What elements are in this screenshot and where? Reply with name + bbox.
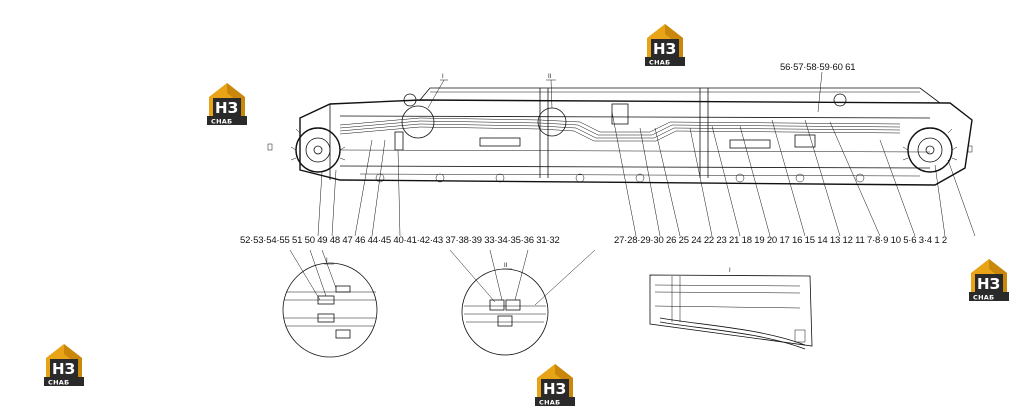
brand-logo: НЗ СНАБ bbox=[44, 344, 84, 387]
brand-logo: НЗ СНАБ bbox=[645, 24, 685, 67]
track-frame-drawing bbox=[267, 87, 973, 186]
detail-view-frame-end: I bbox=[649, 268, 813, 350]
svg-text:НЗ: НЗ bbox=[215, 99, 238, 117]
callout-row-right: 27·28·29·30 26 25 24 22 23 21 18 19 20 1… bbox=[614, 235, 947, 246]
svg-text:СНАБ: СНАБ bbox=[48, 379, 69, 387]
svg-text:II: II bbox=[504, 263, 508, 269]
detail-view-ii: II bbox=[449, 249, 596, 356]
svg-text:СНАБ: СНАБ bbox=[649, 59, 670, 67]
svg-text:СНАБ: СНАБ bbox=[973, 294, 994, 302]
svg-text:I: I bbox=[729, 268, 731, 274]
svg-text:НЗ: НЗ bbox=[52, 360, 75, 378]
callout-top-right: 56·57·58·59·60 61 bbox=[780, 62, 855, 73]
brand-logo: НЗ СНАБ bbox=[969, 259, 1009, 302]
callout-row-left: 52·53·54·55 51 50 49 48 47 46 44·45 40·4… bbox=[240, 235, 560, 246]
view-mark-ii: II bbox=[548, 74, 552, 80]
detail-view-i: I bbox=[282, 249, 378, 358]
svg-text:СНАБ: СНАБ bbox=[211, 118, 232, 126]
brand-logo: НЗ СНАБ bbox=[535, 364, 575, 407]
leader-lines bbox=[317, 71, 976, 237]
svg-text:НЗ: НЗ bbox=[543, 380, 566, 398]
brand-logo: НЗ СНАБ bbox=[207, 83, 247, 126]
svg-text:СНАБ: СНАБ bbox=[539, 399, 560, 407]
view-mark-i: I bbox=[442, 74, 444, 80]
svg-text:НЗ: НЗ bbox=[977, 275, 1000, 293]
svg-text:I: I bbox=[326, 258, 328, 264]
svg-text:НЗ: НЗ bbox=[653, 40, 676, 58]
